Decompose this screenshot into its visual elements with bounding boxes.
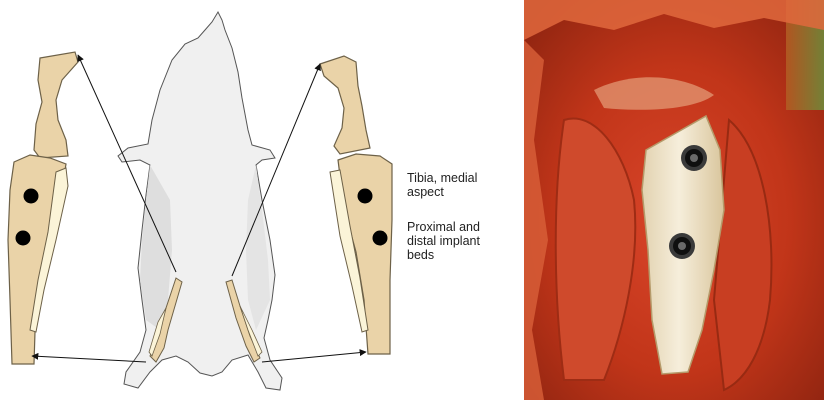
right-distal-implant-bed bbox=[373, 231, 388, 246]
proximal-screw-icon bbox=[681, 145, 707, 171]
implant-label: Proximal and distal implant beds bbox=[407, 220, 517, 262]
implant-label-line2: distal implant bbox=[407, 234, 517, 248]
tibia-label: Tibia, medial aspect bbox=[407, 171, 517, 199]
tibia-label-line1: Tibia, medial bbox=[407, 171, 517, 185]
surgical-photo bbox=[524, 0, 824, 400]
arrow-right-lower bbox=[262, 352, 366, 362]
left-proximal-implant-bed bbox=[24, 189, 39, 204]
tibia-diagram bbox=[0, 0, 520, 400]
implant-label-line1: Proximal and bbox=[407, 220, 517, 234]
right-proximal-implant-bed bbox=[358, 189, 373, 204]
left-distal-implant-bed bbox=[16, 231, 31, 246]
right-femur bbox=[320, 56, 370, 154]
left-femur bbox=[34, 52, 78, 158]
arrow-left-lower bbox=[32, 356, 146, 362]
implant-label-line3: beds bbox=[407, 248, 517, 262]
tibia-label-line2: aspect bbox=[407, 185, 517, 199]
distal-screw-icon bbox=[669, 233, 695, 259]
